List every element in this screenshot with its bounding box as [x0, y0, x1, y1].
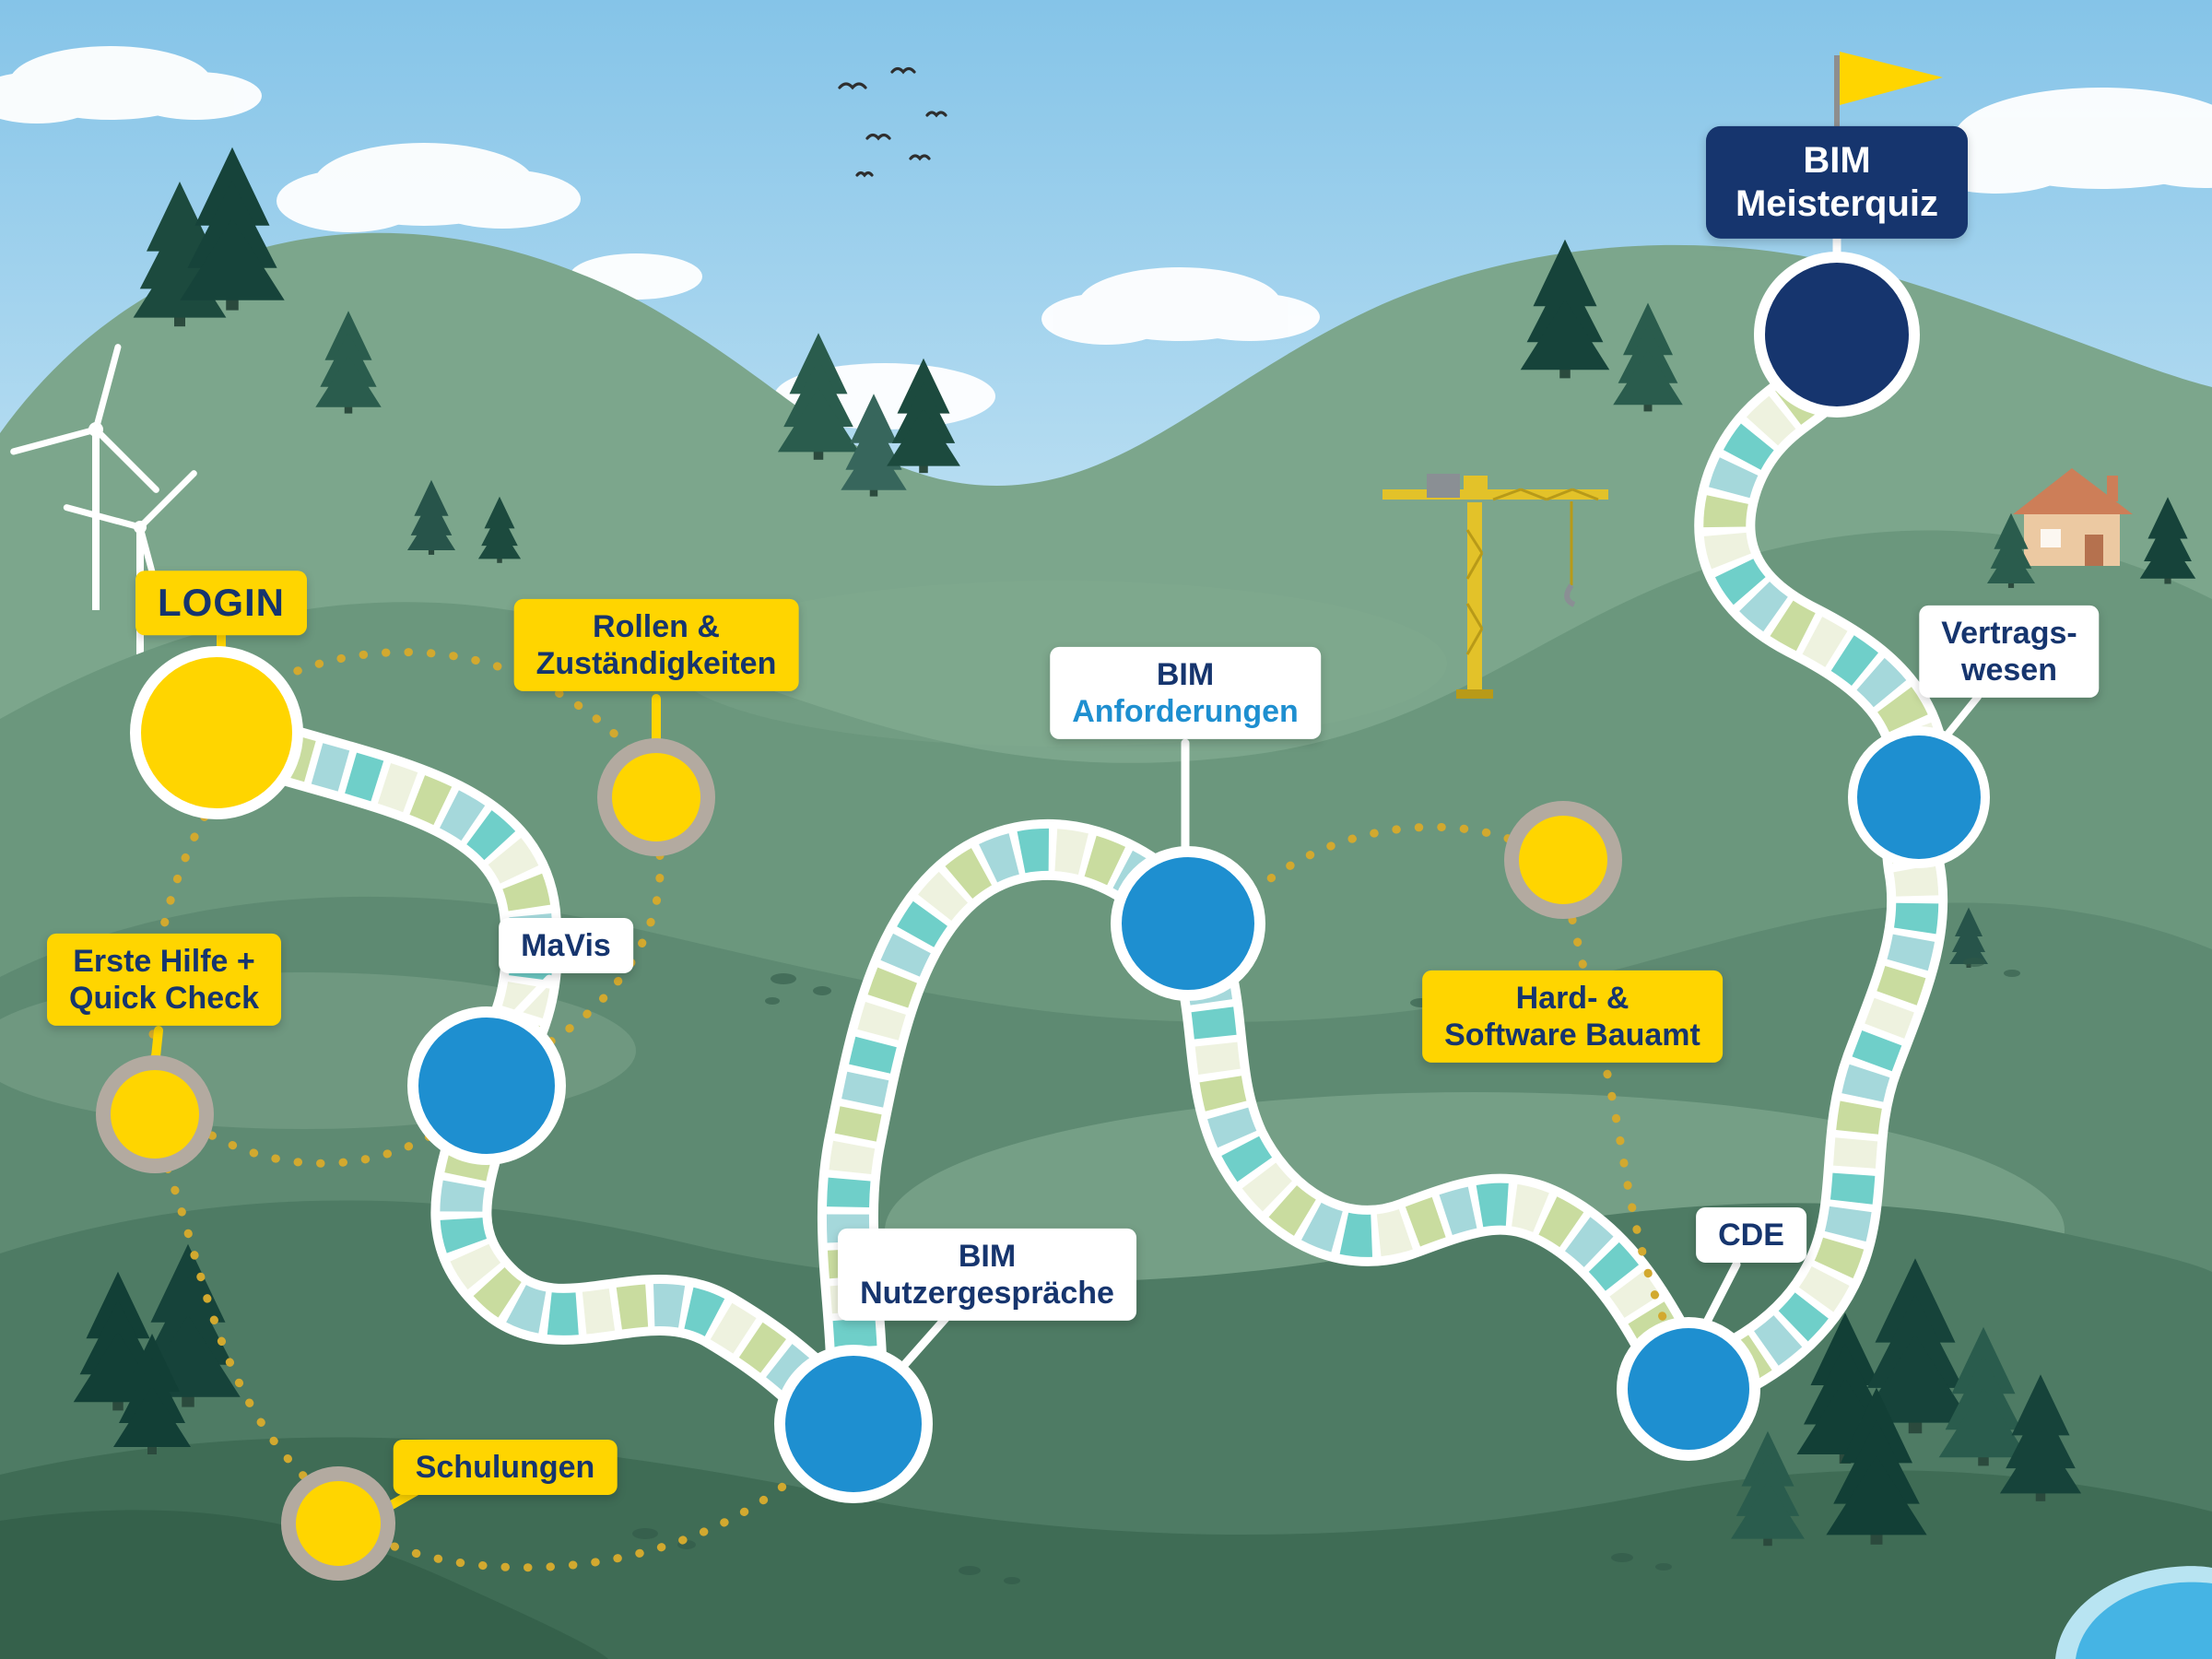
house-icon	[2013, 468, 2133, 566]
label-text: wesen	[1961, 653, 2057, 688]
label-text: Rollen &	[593, 608, 720, 644]
node-circle-mavis[interactable]	[407, 1006, 566, 1165]
node-label-nutzergespraeche[interactable]: BIM Nutzergespräche	[838, 1228, 1136, 1322]
node-label-erste-hilfe[interactable]: Erste Hilfe + Quick Check	[47, 933, 281, 1027]
node-label-mavis[interactable]: MaVis	[499, 917, 633, 974]
label-text: Nutzergespräche	[860, 1276, 1114, 1311]
hill-corner	[0, 1510, 608, 1659]
node-label-login[interactable]: LOGIN	[135, 571, 307, 635]
node-circle-vertragswesen[interactable]	[1848, 726, 1990, 868]
node-label-schulungen[interactable]: Schulungen	[393, 1439, 618, 1496]
node-circle-nutzergespraeche[interactable]	[774, 1345, 933, 1503]
label-text: Quick Check	[69, 981, 259, 1016]
node-circle-hard-software[interactable]	[1504, 801, 1622, 919]
node-circle-schulungen[interactable]	[281, 1466, 395, 1581]
label-text: Schulungen	[415, 1449, 595, 1485]
node-label-rollen[interactable]: Rollen & Zuständigkeiten	[513, 598, 799, 692]
flag-icon	[1834, 52, 1943, 138]
label-text: Zuständigkeiten	[535, 646, 777, 681]
label-text: LOGIN	[158, 581, 285, 625]
node-label-cde[interactable]: CDE	[1696, 1206, 1806, 1264]
node-circle-erste-hilfe[interactable]	[96, 1055, 214, 1173]
node-circle-login[interactable]	[130, 646, 303, 819]
wind-turbine-icon	[10, 344, 197, 721]
node-circle-cde[interactable]	[1617, 1317, 1760, 1461]
node-circle-anforderungen[interactable]	[1111, 846, 1265, 1001]
label-text: Hard- &	[1515, 980, 1630, 1016]
label-text: BIM	[1803, 139, 1871, 181]
node-label-vertragswesen[interactable]: Vertrags- wesen	[1919, 605, 2100, 699]
label-text: Software Bauamt	[1444, 1018, 1700, 1053]
label-text: Vertrags-	[1941, 615, 2077, 651]
node-circle-meisterquiz[interactable]	[1754, 252, 1920, 418]
bird-icon	[838, 66, 947, 178]
label-text: BIM	[958, 1238, 1017, 1274]
node-label-meisterquiz[interactable]: BIM Meisterquiz	[1705, 125, 1969, 240]
label-text: CDE	[1718, 1217, 1784, 1253]
label-text: MaVis	[521, 927, 611, 963]
crane-icon	[1382, 474, 1608, 699]
node-label-anforderungen[interactable]: BIM Anforderungen	[1050, 646, 1321, 740]
label-text: Anforderungen	[1072, 694, 1299, 729]
lake	[2055, 1566, 2212, 1659]
label-text: Erste Hilfe +	[73, 943, 255, 979]
node-circle-rollen[interactable]	[597, 738, 715, 856]
node-label-hard-software[interactable]: Hard- & Software Bauamt	[1422, 970, 1723, 1064]
label-text: Meisterquiz	[1735, 183, 1939, 224]
label-text: BIM	[1156, 656, 1215, 692]
